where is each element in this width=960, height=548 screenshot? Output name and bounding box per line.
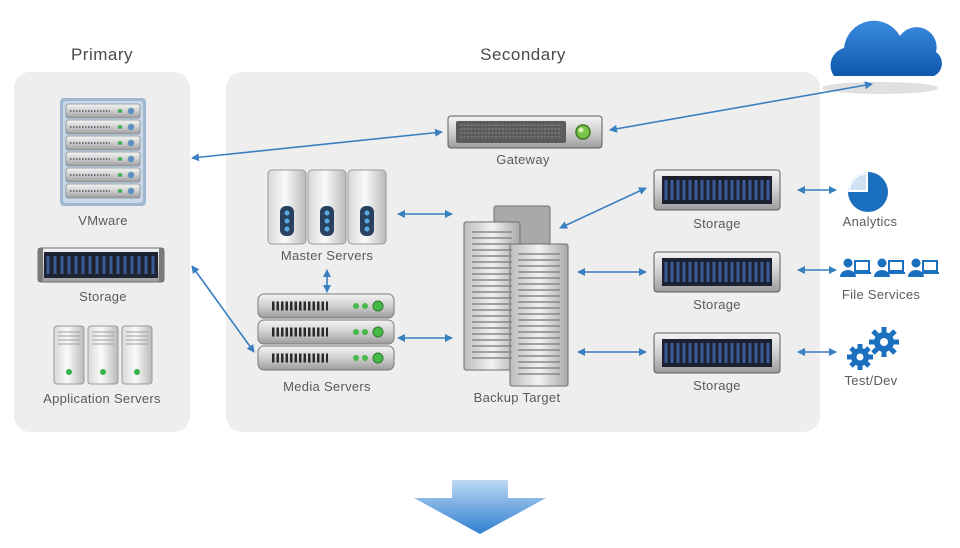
down-arrow-icon <box>414 480 546 534</box>
primary-title: Primary <box>70 45 134 64</box>
master-servers-icon <box>267 169 387 245</box>
secondary-storage-array-icon <box>653 251 781 293</box>
application-servers-icon <box>53 325 153 385</box>
analytics-label: Analytics <box>842 214 898 229</box>
secondary-storage-array-icon <box>653 332 781 374</box>
application-servers-label: Application Servers <box>43 391 161 406</box>
storage-label-3: Storage <box>693 378 741 393</box>
arrow-backup-storage-1 <box>559 187 647 229</box>
media-servers-label: Media Servers <box>283 379 371 394</box>
gateway-label: Gateway <box>496 152 550 167</box>
arrow-gateway-cloud <box>609 81 873 133</box>
storage-label-2: Storage <box>693 297 741 312</box>
vmware-server-rack-icon <box>60 98 146 206</box>
backup-target-label: Backup Target <box>473 390 561 405</box>
vmware-label: VMware <box>78 213 128 228</box>
testdev-label: Test/Dev <box>844 373 898 388</box>
cloud-icon <box>822 20 942 94</box>
arrow-vmware-gateway <box>191 128 443 162</box>
secondary-storage-array-icon <box>653 169 781 211</box>
primary-storage-label: Storage <box>79 289 127 304</box>
testdev-gears-icon <box>847 327 899 370</box>
file-services-label: File Services <box>841 287 921 302</box>
media-servers-icon <box>257 293 395 371</box>
master-servers-label: Master Servers <box>280 248 374 263</box>
secondary-title: Secondary <box>480 45 566 64</box>
file-services-users-icon <box>840 258 939 277</box>
storage-label-1: Storage <box>693 216 741 231</box>
analytics-pie-icon <box>848 172 888 212</box>
gateway-appliance-icon <box>447 115 603 149</box>
backup-target-icon <box>463 205 569 387</box>
primary-storage-array-icon <box>37 247 165 283</box>
arrow-storage-media <box>191 265 255 353</box>
